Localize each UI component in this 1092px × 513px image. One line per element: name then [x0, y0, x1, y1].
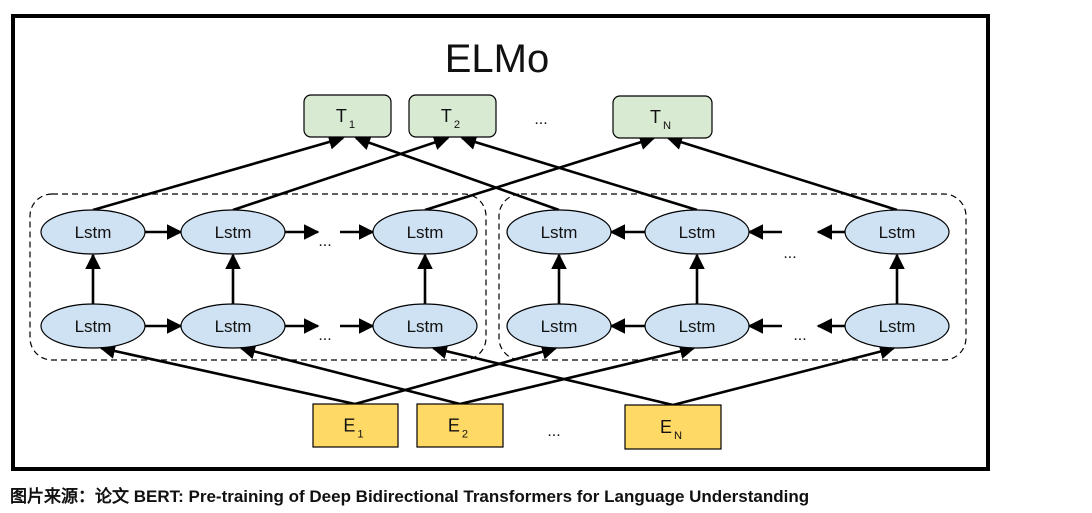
lstm-ellipse [506, 303, 612, 349]
input-box [312, 403, 399, 448]
output-box [408, 94, 497, 138]
lstm-ellipse [844, 209, 950, 255]
backward-ellipsis: ... [783, 245, 796, 262]
lstm-ellipse [180, 303, 286, 349]
lstm-cell-backward-layer2-1: Lstm [506, 209, 612, 255]
lstm-label: Lstm [407, 317, 444, 336]
arrow-input-2-to-forward [239, 343, 461, 406]
lstm-cell-backward-layer1-1: Lstm [506, 303, 612, 349]
lstm-label: Lstm [215, 317, 252, 336]
output-box [303, 94, 392, 138]
lstm-ellipse [644, 303, 750, 349]
arrow-input-3-to-forward [431, 343, 674, 407]
lstm-label: Lstm [679, 317, 716, 336]
lstm-label: Lstm [541, 223, 578, 242]
input-box [416, 403, 504, 448]
lstm-ellipse [372, 209, 478, 255]
lstm-ellipse [372, 303, 478, 349]
arrow-input-1-to-backward [354, 344, 558, 406]
lstm-ellipse [506, 209, 612, 255]
arrow-forward-to-output-2 [232, 135, 450, 212]
outer-frame [11, 14, 990, 471]
lstm-label: Lstm [879, 317, 916, 336]
lstm-label: Lstm [75, 317, 112, 336]
lstm-ellipse [180, 209, 286, 255]
lstm-ellipse [40, 303, 146, 349]
lstm-label: Lstm [407, 223, 444, 242]
arrow-input-1-to-forward [99, 343, 356, 406]
backward-ellipsis: ... [793, 327, 806, 344]
lstm-label: Lstm [541, 317, 578, 336]
arrow-input-2-to-backward [459, 343, 696, 406]
arrow-backward-to-output-1 [354, 135, 560, 212]
lstm-ellipse [844, 303, 950, 349]
lstm-cell-backward-layer2-2: Lstm [644, 209, 750, 255]
diagram-title: ELMo [445, 37, 550, 81]
connections [85, 134, 905, 407]
arrow-backward-to-output-3 [666, 134, 898, 212]
lstm-cell-forward-layer2-2: Lstm [180, 209, 286, 255]
lstm-cell-backward-layer1-2: Lstm [644, 303, 750, 349]
input-ellipsis: ... [547, 423, 560, 440]
lstm-cell-backward-layer2-3: Lstm [844, 209, 950, 255]
lstm-label: Lstm [679, 223, 716, 242]
output-ellipsis: ... [534, 111, 547, 128]
lstm-ellipse [40, 209, 146, 255]
forward-lstm-group [29, 193, 487, 361]
arrow-forward-to-output-1 [92, 134, 345, 212]
forward-ellipsis: ... [318, 233, 331, 250]
lstm-cell-forward-layer2-1: Lstm [40, 209, 146, 255]
figure-caption: 图片来源：论文 BERT: Pre-training of Deep Bidir… [10, 487, 810, 506]
arrow-backward-to-output-2 [460, 134, 698, 212]
backward-lstm-group [498, 193, 967, 361]
lstm-cell-forward-layer2-3: Lstm [372, 209, 478, 255]
lstm-cell-forward-layer1-2: Lstm [180, 303, 286, 349]
lstm-ellipse [644, 209, 750, 255]
lstm-cell-forward-layer1-1: Lstm [40, 303, 146, 349]
output-box [612, 95, 713, 139]
lstm-cell-forward-layer1-3: Lstm [372, 303, 478, 349]
lstm-label: Lstm [215, 223, 252, 242]
input-box [624, 404, 722, 450]
lstm-label: Lstm [879, 223, 916, 242]
lstm-cell-backward-layer1-3: Lstm [844, 303, 950, 349]
lstm-label: Lstm [75, 223, 112, 242]
arrow-input-3-to-backward [672, 343, 896, 407]
forward-ellipsis: ... [318, 327, 331, 344]
arrow-forward-to-output-3 [424, 134, 656, 212]
